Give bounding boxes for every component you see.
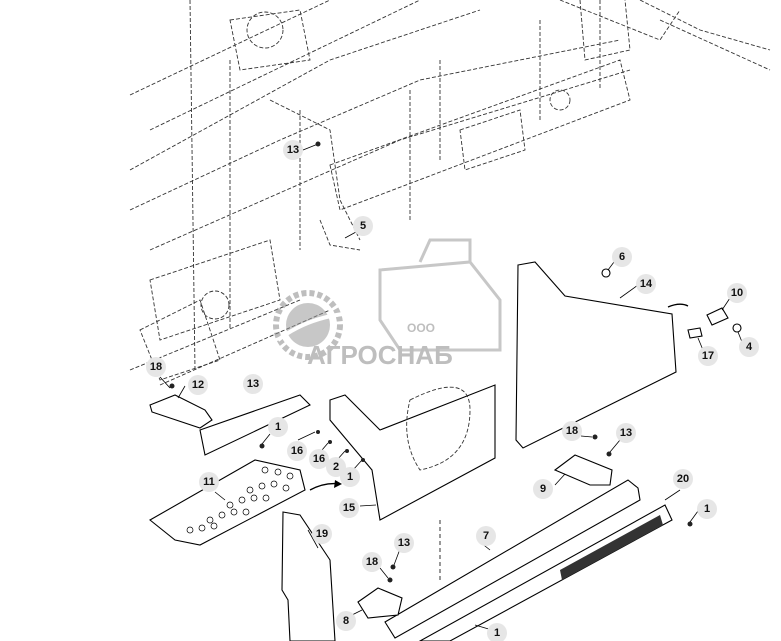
fasteners <box>169 141 693 583</box>
callout-12: 12 <box>188 375 208 395</box>
callout-number: 11 <box>203 476 215 488</box>
callout-17: 17 <box>698 346 718 366</box>
callout-number: 1 <box>494 627 500 639</box>
callout-11: 11 <box>199 472 219 492</box>
direction-arrow-2 <box>667 303 689 308</box>
rail-part-20 <box>418 504 673 641</box>
callout-4: 4 <box>739 337 759 357</box>
callout-8: 8 <box>336 611 356 631</box>
watermark-logo: ООО АГРОСНАБ <box>273 238 502 370</box>
callout-1a: 1 <box>268 417 288 437</box>
callout-number: 17 <box>702 350 714 362</box>
callout-1b: 1 <box>340 467 360 487</box>
callout-1d: 1 <box>487 623 507 641</box>
seal-strip <box>560 515 663 580</box>
callout-15: 15 <box>339 498 359 518</box>
strip-plate <box>199 394 311 456</box>
perforated-plate-part-11 <box>149 459 306 546</box>
callout-2: 2 <box>326 457 346 477</box>
bolt-part-17 <box>687 327 703 339</box>
callout-6: 6 <box>612 247 632 267</box>
clamp-part-9 <box>553 454 613 486</box>
panel-part-15 <box>329 384 496 521</box>
callout-number: 9 <box>540 483 546 495</box>
callout-number: 1 <box>347 471 353 483</box>
callout-7: 7 <box>476 526 496 546</box>
callout-number: 18 <box>366 556 378 568</box>
callout-5: 5 <box>353 216 373 236</box>
rail-part-7 <box>384 479 641 639</box>
callout-number: 4 <box>746 341 753 353</box>
callout-1c: 1 <box>697 499 717 519</box>
callout-number: 13 <box>287 144 299 156</box>
callout-number: 15 <box>343 502 355 514</box>
bracket-part-12 <box>149 394 213 429</box>
perforation-holes <box>186 466 294 534</box>
callout-number: 1 <box>275 421 281 433</box>
callout-number: 5 <box>360 220 366 232</box>
callout-18b: 18 <box>562 421 582 441</box>
callout-number: 19 <box>316 528 328 540</box>
callout-number: 13 <box>247 378 259 390</box>
callout-number: 2 <box>333 461 339 473</box>
callout-number: 13 <box>620 427 632 439</box>
callout-9: 9 <box>533 479 553 499</box>
callout-number: 14 <box>640 278 653 290</box>
callout-19: 19 <box>312 524 332 544</box>
callout-number: 12 <box>192 379 204 391</box>
callout-number: 1 <box>704 503 710 515</box>
watermark-brand-text: АГРОСНАБ <box>307 340 453 370</box>
bracket-part-10 <box>706 307 729 326</box>
nut-part-6 <box>601 268 611 278</box>
callout-13a: 13 <box>283 140 303 160</box>
callout-16a: 16 <box>287 441 307 461</box>
machine-frame-outline <box>129 0 771 386</box>
callout-18a: 18 <box>146 357 166 377</box>
callout-number: 6 <box>619 251 625 263</box>
callout-10: 10 <box>727 283 747 303</box>
callout-13d: 13 <box>394 533 414 553</box>
callout-number: 18 <box>566 425 578 437</box>
nut-part-4 <box>732 323 742 333</box>
callout-14: 14 <box>636 274 656 294</box>
callout-number: 16 <box>291 445 303 457</box>
callout-13c: 13 <box>616 423 636 443</box>
callout-20: 20 <box>673 469 693 489</box>
callout-number: 20 <box>677 473 689 485</box>
callout-13b: 13 <box>243 374 263 394</box>
clamp-part-8 <box>357 587 403 619</box>
callout-number: 7 <box>483 530 489 542</box>
callout-number: 18 <box>150 361 162 373</box>
side-panel-part-14 <box>515 261 677 449</box>
callout-number: 13 <box>398 537 410 549</box>
watermark-small-text: ООО <box>407 321 435 335</box>
callout-16b: 16 <box>309 449 329 469</box>
callout-number: 8 <box>343 615 349 627</box>
post-part-19 <box>281 511 336 641</box>
callout-number: 16 <box>313 453 325 465</box>
callout-18c: 18 <box>362 552 382 572</box>
callout-number: 10 <box>731 287 743 299</box>
